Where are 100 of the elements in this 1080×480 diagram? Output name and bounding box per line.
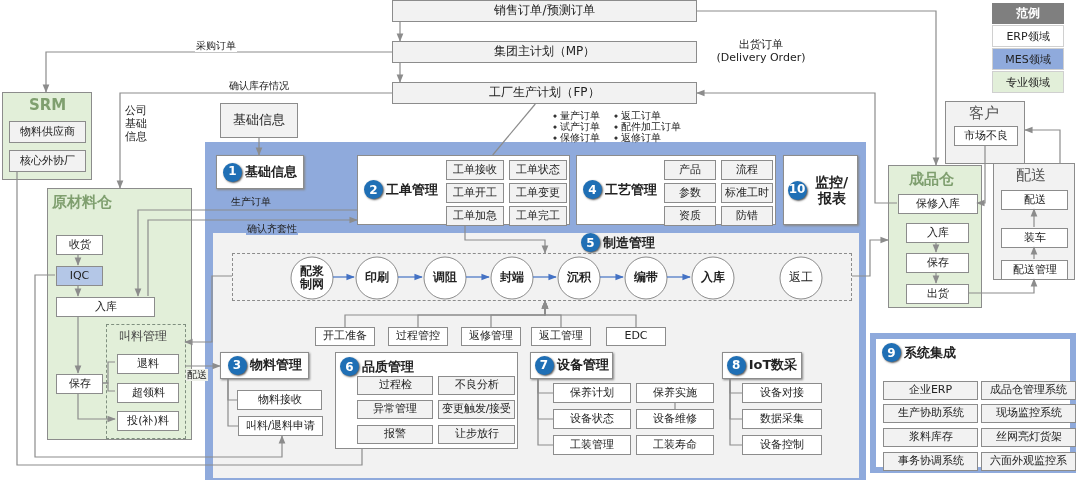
process-box: 让步放行	[438, 425, 515, 444]
group-panel	[213, 233, 859, 478]
process-box: 装车	[1001, 228, 1068, 248]
process-box: IQC	[56, 266, 103, 286]
connector-line	[674, 402, 676, 410]
arrow	[976, 144, 986, 207]
process-box: 防错	[721, 206, 773, 226]
process-box: 设备维修	[636, 409, 714, 429]
module-box	[783, 155, 858, 225]
process-box: 保存	[56, 374, 103, 394]
arrow	[932, 271, 940, 284]
module-heading: 基础信息	[245, 164, 297, 180]
process-circle: 印刷	[355, 256, 399, 300]
process-box: 保养计划	[553, 383, 631, 403]
process-box: 入库	[56, 297, 155, 317]
process-box: 市场不良	[954, 126, 1018, 146]
process-box: 产品	[664, 160, 716, 180]
process-box: 企业ERP	[883, 381, 978, 400]
connector-line	[101, 382, 116, 392]
note-text: 公司基础信息	[125, 104, 148, 143]
arrow	[1024, 126, 1061, 164]
process-box: 工单状态	[509, 160, 567, 180]
arrow	[332, 273, 355, 281]
module-box	[216, 155, 304, 189]
process-box: 不良分析	[438, 376, 515, 395]
arrow	[932, 241, 940, 253]
process-box: 保修入库	[898, 194, 978, 214]
module-heading: 设备管理	[556, 358, 609, 373]
connector-line	[227, 378, 239, 427]
process-box: 物料供应商	[9, 121, 86, 143]
process-box: 现场监控系统	[981, 404, 1076, 423]
process-box: 浆料库存	[883, 428, 978, 447]
number-badge: 6	[340, 357, 359, 376]
number-badge: 4	[583, 180, 602, 199]
edge-label: 生产订单	[230, 196, 272, 208]
group-heading: 配送	[1016, 166, 1046, 185]
arrow	[74, 253, 82, 266]
process-box: 核心外协厂	[9, 150, 86, 172]
process-box: 保养实施	[636, 383, 714, 403]
arrow	[77, 392, 116, 423]
module-heading: 物料管理	[249, 358, 302, 373]
process-box: 退料	[117, 354, 179, 374]
process-box: 出货	[906, 284, 969, 304]
arrow	[464, 224, 549, 254]
order-type-item: 量产订单	[553, 110, 600, 121]
process-box: 工单变更	[509, 183, 567, 203]
legend-label: MES领域	[1005, 51, 1051, 67]
group-heading: 叫料管理	[119, 328, 167, 345]
process-box: 参数	[664, 183, 716, 203]
number-badge: 1	[223, 162, 242, 182]
arrow	[666, 273, 691, 281]
number-badge: 5	[581, 233, 600, 252]
group-panel	[945, 101, 1025, 164]
process-box: 开工准备	[315, 327, 375, 346]
group-heading: 原材料仓	[52, 193, 112, 212]
number-badge: 7	[534, 356, 554, 375]
arrow	[396, 21, 404, 42]
process-box: 配送管理	[1001, 260, 1068, 280]
process-box: 过程检	[357, 376, 433, 395]
process-box: 生产协助系统	[883, 404, 978, 423]
group-panel	[576, 155, 776, 225]
arrow	[532, 273, 557, 281]
arrow	[116, 92, 393, 189]
legend-label: ERP领域	[1006, 28, 1050, 44]
group-panel	[335, 352, 518, 449]
process-circle: 配浆制网	[290, 256, 334, 300]
group-heading: 客户	[969, 104, 999, 123]
connector-line	[729, 378, 743, 446]
process-circle: 沉积	[557, 256, 601, 300]
arrow	[255, 137, 263, 156]
process-box: 资质	[664, 206, 716, 226]
order-type-item: 试产订单	[553, 121, 600, 132]
process-box: 保存	[906, 253, 969, 273]
process-box: 投(补)料	[117, 411, 179, 431]
connector-line	[537, 378, 554, 446]
dashed-frame	[232, 253, 852, 301]
number-badge: 2	[364, 180, 383, 199]
process-box: 工装管理	[553, 435, 631, 455]
process-box: 流程	[721, 160, 773, 180]
arrow	[397, 273, 423, 281]
group-heading: 成品仓	[909, 170, 954, 189]
group-panel	[2, 92, 92, 180]
arrow	[465, 273, 490, 281]
module-box	[220, 352, 309, 379]
group-panel	[106, 324, 186, 439]
module-heading: 工单管理	[386, 180, 438, 199]
order-type-item: 保修订单	[553, 132, 600, 143]
number-badge: 10	[787, 180, 807, 200]
process-box: 物料接收	[237, 390, 322, 410]
number-badge: 9	[882, 343, 901, 362]
arrow	[696, 10, 940, 166]
process-box: 异常管理	[357, 400, 433, 419]
process-box: 超领料	[117, 383, 179, 403]
process-box: 六面外观监控系	[981, 452, 1076, 471]
process-box: EDC	[606, 327, 666, 346]
module-box	[530, 352, 613, 379]
process-box: 设备控制	[742, 435, 822, 455]
process-box: 事务协调系统	[883, 452, 978, 471]
number-badge: 8	[726, 356, 746, 375]
legend-title: 范例	[992, 3, 1064, 24]
